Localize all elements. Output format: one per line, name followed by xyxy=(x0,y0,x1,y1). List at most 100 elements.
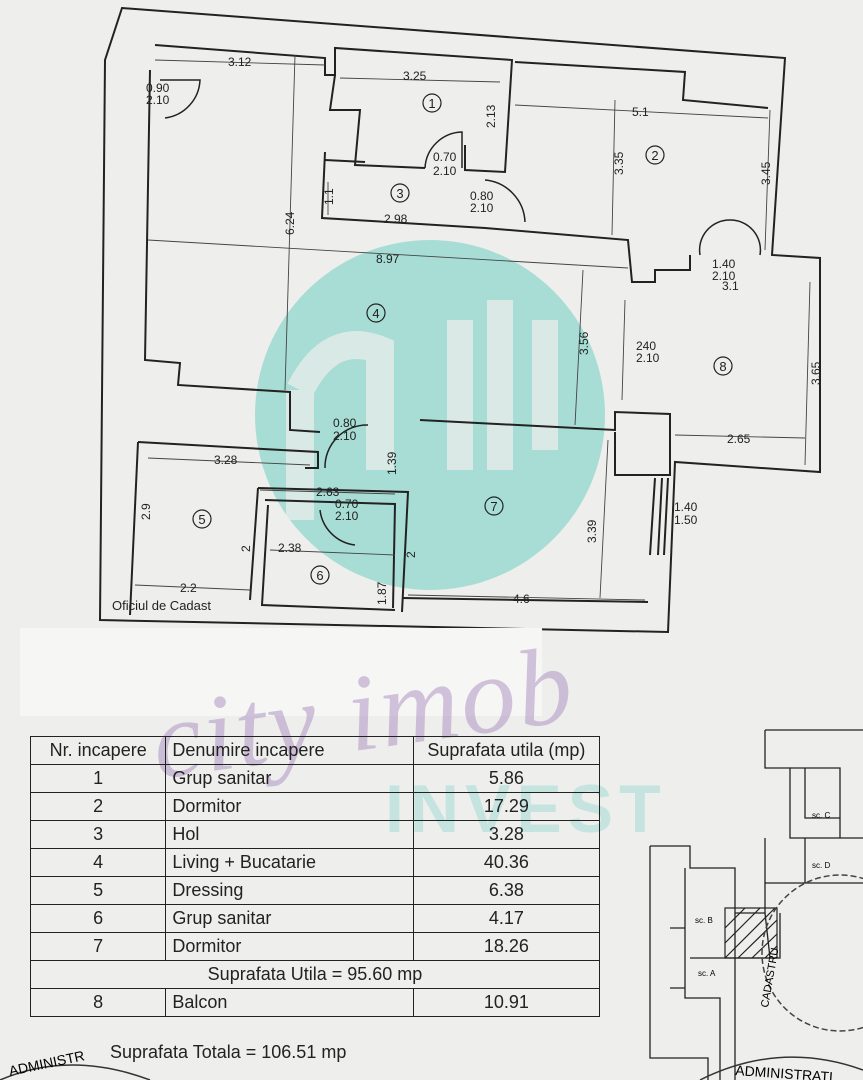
svg-text:2.10: 2.10 xyxy=(335,509,359,523)
svg-text:3.45: 3.45 xyxy=(759,161,773,185)
walls xyxy=(98,6,821,634)
row-area: 5.86 xyxy=(412,764,601,793)
svg-text:1.50: 1.50 xyxy=(674,513,698,527)
svg-text:3.56: 3.56 xyxy=(577,331,591,355)
svg-text:3.35: 3.35 xyxy=(612,151,626,175)
row-area: 4.17 xyxy=(412,904,601,933)
svg-text:3.1: 3.1 xyxy=(722,279,739,293)
floor-plan: 1 2 3 4 5 6 7 8 3.12 3.25 2.13 5.1 3.35 … xyxy=(98,6,823,634)
table-row: 4 Living + Bucatarie 40.36 xyxy=(29,848,601,877)
row-nr: 7 xyxy=(29,932,167,961)
svg-text:0.90: 0.90 xyxy=(146,81,170,95)
minimap-label-a: sc. A xyxy=(698,969,716,978)
svg-text:2.63: 2.63 xyxy=(316,485,340,499)
room-marker-6: 6 xyxy=(310,565,330,585)
svg-text:2.9: 2.9 xyxy=(139,503,153,520)
row-area: 6.38 xyxy=(412,876,601,905)
svg-text:1.87: 1.87 xyxy=(375,581,389,605)
svg-text:3: 3 xyxy=(396,186,403,201)
row-nr: 4 xyxy=(29,848,167,877)
dimension-labels: 3.12 3.25 2.13 5.1 3.35 3.45 0.70 2.10 0… xyxy=(139,55,823,606)
room-area-table: Nr. incapere Denumire incapere Suprafata… xyxy=(29,736,601,1017)
svg-text:2.65: 2.65 xyxy=(727,432,751,446)
row-nr: 6 xyxy=(29,904,167,933)
minimap-label-b: sc. B xyxy=(695,916,713,925)
redacted-area xyxy=(20,628,542,716)
total-area: Suprafata Totala = 106.51 mp xyxy=(110,1042,347,1062)
svg-text:7: 7 xyxy=(490,499,497,514)
svg-text:3.65: 3.65 xyxy=(809,361,823,385)
row-name: Grup sanitar xyxy=(165,764,414,793)
balcony-name: Balcon xyxy=(165,988,414,1017)
header-area: Suprafata utila (mp) xyxy=(412,736,601,765)
svg-text:4.6: 4.6 xyxy=(513,592,530,606)
svg-text:6: 6 xyxy=(316,568,323,583)
table-row: 6 Grup sanitar 4.17 xyxy=(29,904,601,933)
subtotal-usable-area: Suprafata Utila = 95.60 mp xyxy=(30,960,600,989)
svg-text:4: 4 xyxy=(372,306,379,321)
svg-text:6.24: 6.24 xyxy=(283,211,297,235)
balcony-area: 10.91 xyxy=(412,988,601,1017)
row-nr: 5 xyxy=(29,876,167,905)
svg-text:1.39: 1.39 xyxy=(385,451,399,475)
table-row: 7 Dormitor 18.26 xyxy=(29,932,601,961)
svg-text:240: 240 xyxy=(636,339,656,353)
stamp-right-text: ADMINISTRATI xyxy=(735,1062,834,1080)
table-row: 3 Hol 3.28 xyxy=(29,820,601,849)
row-area: 3.28 xyxy=(412,820,601,849)
row-area: 17.29 xyxy=(412,792,601,821)
svg-text:8.97: 8.97 xyxy=(376,252,400,266)
room-marker-2: 2 xyxy=(645,145,665,165)
svg-text:2.10: 2.10 xyxy=(333,429,357,443)
svg-text:2.10: 2.10 xyxy=(712,269,736,283)
balcony-row: 8 Balcon 10.91 xyxy=(29,988,601,1017)
row-name: Hol xyxy=(165,820,414,849)
svg-text:3.28: 3.28 xyxy=(214,453,238,467)
svg-text:1: 1 xyxy=(428,96,435,111)
hatched-unit xyxy=(724,907,778,959)
room-marker-3: 3 xyxy=(390,183,410,203)
row-nr: 1 xyxy=(29,764,167,793)
row-area: 18.26 xyxy=(412,932,601,961)
header-name: Denumire incapere xyxy=(165,736,414,765)
row-nr: 2 xyxy=(29,792,167,821)
row-name: Dormitor xyxy=(165,932,414,961)
svg-text:2.10: 2.10 xyxy=(470,201,494,215)
svg-text:3.12: 3.12 xyxy=(228,55,252,69)
header-nr: Nr. incapere xyxy=(29,736,167,765)
dimension-lines xyxy=(134,54,811,601)
minimap-label-d: sc. D xyxy=(812,861,830,870)
svg-text:0.80: 0.80 xyxy=(470,189,494,203)
room-marker-8: 8 xyxy=(713,356,733,376)
room-marker-4: 4 xyxy=(366,303,386,323)
svg-text:0.80: 0.80 xyxy=(333,416,357,430)
row-area: 40.36 xyxy=(412,848,601,877)
svg-text:2.10: 2.10 xyxy=(146,93,170,107)
table-row: 2 Dormitor 17.29 xyxy=(29,792,601,821)
svg-text:8: 8 xyxy=(719,359,726,374)
svg-text:2: 2 xyxy=(239,545,253,552)
balcony-nr: 8 xyxy=(29,988,167,1017)
minimap-label-c: sc. C xyxy=(812,811,830,820)
svg-text:2.13: 2.13 xyxy=(484,104,498,128)
location-minimap: sc. C sc. D sc. B sc. A CADASTRU xyxy=(649,729,863,1080)
row-nr: 3 xyxy=(29,820,167,849)
room-markers: 1 2 3 4 5 6 7 8 xyxy=(192,93,733,585)
svg-text:0.70: 0.70 xyxy=(335,497,359,511)
row-name: Dressing xyxy=(165,876,414,905)
door-swings xyxy=(160,79,762,546)
room-marker-5: 5 xyxy=(192,509,212,529)
logo-watermark xyxy=(255,240,605,590)
svg-text:5: 5 xyxy=(198,512,205,527)
row-name: Grup sanitar xyxy=(165,904,414,933)
svg-text:3.39: 3.39 xyxy=(585,519,599,543)
bottom-stamps: ADMINISTR ADMINISTRATI xyxy=(0,1047,863,1080)
stamp-left-text: ADMINISTR xyxy=(7,1047,86,1079)
svg-text:2: 2 xyxy=(404,551,418,558)
svg-text:2.10: 2.10 xyxy=(433,164,457,178)
cadastre-footer-text: Oficiul de Cadast xyxy=(112,598,211,613)
svg-text:3.25: 3.25 xyxy=(403,69,427,83)
row-name: Dormitor xyxy=(165,792,414,821)
svg-text:1.1: 1.1 xyxy=(322,188,336,205)
table-row: 5 Dressing 6.38 xyxy=(29,876,601,905)
